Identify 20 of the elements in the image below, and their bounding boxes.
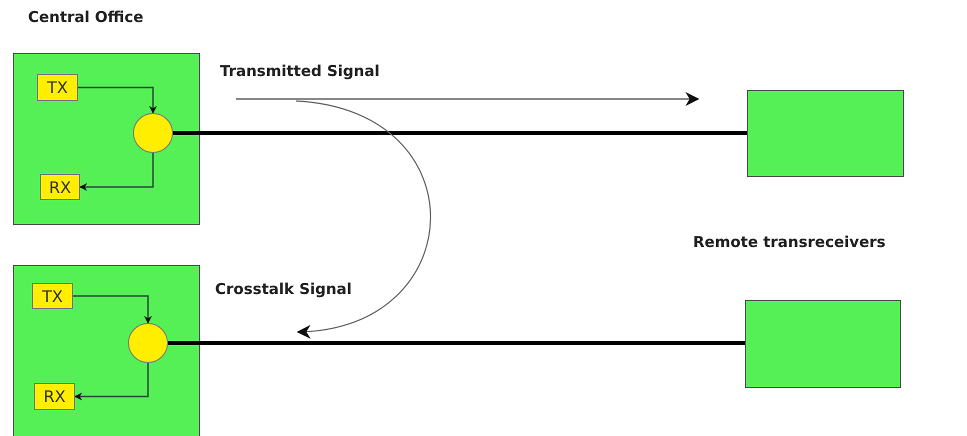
arrow xyxy=(73,295,152,324)
transceiver-box xyxy=(747,90,904,177)
arrow xyxy=(79,153,154,191)
section-label: Crosstalk Signal xyxy=(215,280,352,298)
transceiver-block: RX xyxy=(40,174,80,200)
arrow xyxy=(78,86,157,114)
section-label: Remote transreceivers xyxy=(693,233,886,251)
transmission-line xyxy=(173,131,747,135)
arrow xyxy=(74,363,149,400)
section-label: Transmitted Signal xyxy=(220,62,380,80)
transceiver-box xyxy=(13,53,200,225)
transceiver-block: TX xyxy=(37,74,78,101)
transceiver-block: RX xyxy=(34,383,75,410)
hybrid-circle xyxy=(128,323,168,363)
transmission-line xyxy=(168,341,745,345)
section-label: Central Office xyxy=(28,8,144,26)
hybrid-circle xyxy=(133,113,173,153)
transceiver-block: TX xyxy=(32,283,73,309)
transceiver-box xyxy=(745,300,901,388)
transceiver-box xyxy=(13,265,200,436)
